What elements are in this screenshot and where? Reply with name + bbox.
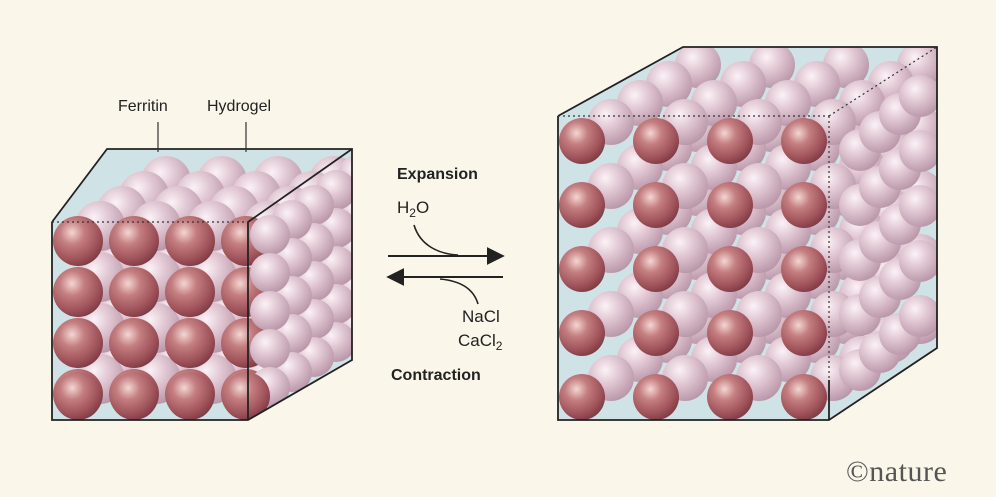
ferritin-sphere-back (250, 291, 290, 331)
ferritin-sphere (222, 372, 270, 420)
ferritin-sphere (166, 372, 214, 420)
ferritin-sphere (707, 182, 753, 228)
ferritin-sphere-back (899, 130, 937, 172)
reaction-arrows (386, 224, 505, 305)
ferritin-sphere (707, 374, 753, 420)
ferritin-sphere (110, 372, 158, 420)
ferritin-sphere (559, 246, 605, 292)
ferritin-sphere-back (250, 329, 290, 369)
ferritin-sphere (54, 372, 102, 420)
ferritin-sphere (633, 246, 679, 292)
ferritin-sphere (781, 374, 827, 420)
ferritin-sphere (633, 118, 679, 164)
ferritin-sphere-back (899, 295, 937, 337)
ferritin-sphere (707, 246, 753, 292)
ferritin-sphere (559, 374, 605, 420)
ferritin-sphere (559, 310, 605, 356)
ferritin-label: Ferritin (118, 98, 168, 115)
contraction-label: Contraction (391, 367, 481, 384)
cacl2-label: CaCl2 (458, 331, 503, 353)
ferritin-sphere (781, 246, 827, 292)
ferritin-sphere (633, 374, 679, 420)
ferritin-sphere-back (250, 215, 290, 255)
ferritin-sphere (109, 267, 159, 317)
ferritin-sphere (165, 267, 215, 317)
ferritin-cube-compact (51, 122, 353, 421)
salt-output-curve (439, 278, 479, 305)
cube-edges-right (557, 46, 938, 421)
ferritin-sphere-back (899, 240, 937, 282)
cube-edges-left (51, 148, 353, 421)
ferritin-sphere (109, 318, 159, 368)
ferritin-sphere (559, 182, 605, 228)
ferritin-sphere (707, 310, 753, 356)
ferritin-sphere-back (899, 185, 937, 227)
ferritin-sphere (165, 216, 215, 266)
nature-logo: ©nature (846, 455, 948, 488)
water-label: H2O (397, 198, 430, 220)
ferritin-sphere (109, 216, 159, 266)
expansion-label: Expansion (397, 166, 478, 183)
ferritin-spheres-left (53, 155, 352, 420)
ferritin-sphere-back (899, 75, 937, 117)
ferritin-sphere (165, 318, 215, 368)
ferritin-sphere (53, 216, 103, 266)
ferritin-sphere (781, 182, 827, 228)
ferritin-cube-expanded (557, 46, 938, 421)
ferritin-sphere (781, 118, 827, 164)
cube-inner-edges-right (558, 46, 938, 380)
hydrogel-label: Hydrogel (207, 98, 272, 115)
ferritin-sphere (781, 310, 827, 356)
ferritin-sphere-back (250, 253, 290, 293)
ferritin-sphere (633, 310, 679, 356)
nacl-label: NaCl (462, 307, 500, 326)
ferritin-sphere (53, 318, 103, 368)
ferritin-sphere (53, 267, 103, 317)
ferritin-spheres-right (559, 47, 937, 420)
ferritin-sphere (633, 182, 679, 228)
ferritin-sphere (559, 118, 605, 164)
ferritin-sphere (707, 118, 753, 164)
water-input-curve (413, 224, 459, 256)
